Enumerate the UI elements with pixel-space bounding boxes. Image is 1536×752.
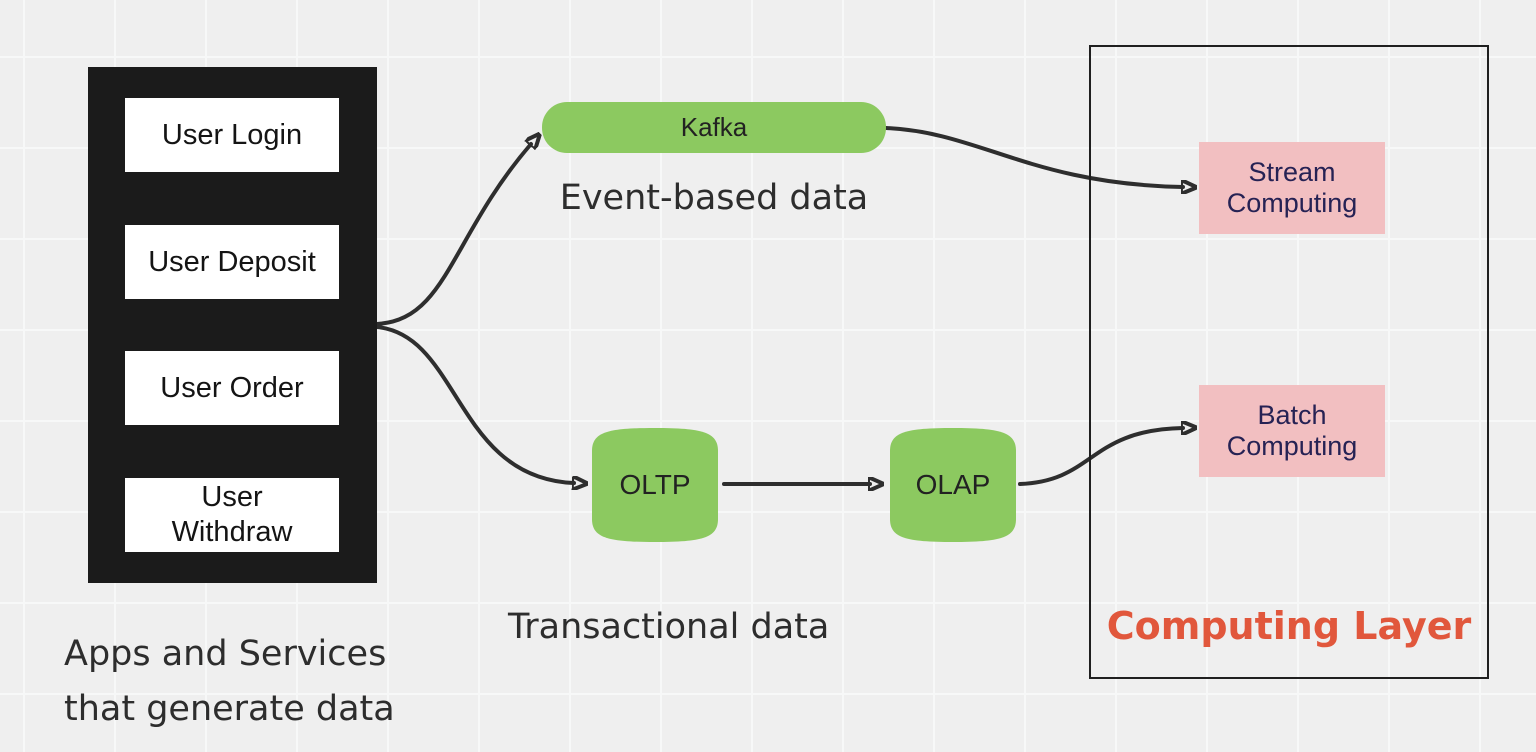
kafka-node-label: Kafka xyxy=(680,112,748,142)
stream-computing-label: Stream Computing xyxy=(1226,157,1358,218)
olap-cylinder-shape xyxy=(890,428,1016,542)
oltp-node-label: OLTP xyxy=(619,469,691,500)
olap-node: OLAP xyxy=(886,425,1020,545)
batch-computing-label: Batch Computing xyxy=(1226,400,1358,461)
app-node-label: User Order xyxy=(160,371,304,404)
kafka-node: Kafka xyxy=(542,102,886,153)
app-node-user-order: User Order xyxy=(125,351,339,425)
olap-node-label: OLAP xyxy=(915,469,991,500)
app-node-label: User Login xyxy=(161,118,303,151)
app-node-label: User Deposit xyxy=(148,245,316,278)
arrow-apps-to-oltp xyxy=(375,325,574,483)
app-node-user-withdraw: User Withdraw xyxy=(125,478,339,552)
computing-layer-title: Computing Layer xyxy=(1106,604,1472,648)
batch-computing-node: Batch Computing xyxy=(1199,385,1385,477)
oltp-node: OLTP xyxy=(588,425,722,545)
app-node-user-login: User Login xyxy=(125,98,339,172)
arrow-apps-to-kafka xyxy=(375,144,531,326)
stream-computing-node: Stream Computing xyxy=(1199,142,1385,234)
transactional-data-caption: Transactional data xyxy=(508,607,830,647)
app-node-label: User Withdraw xyxy=(171,481,293,548)
event-data-caption: Event-based data xyxy=(559,178,869,218)
apps-group-box: User Login User Deposit User Order User … xyxy=(88,67,377,583)
computing-layer-box: Stream Computing Batch Computing Computi… xyxy=(1089,45,1489,679)
apps-group-caption: Apps and Services that generate data xyxy=(64,634,395,729)
app-node-user-deposit: User Deposit xyxy=(125,225,339,299)
oltp-cylinder-shape xyxy=(592,428,718,542)
